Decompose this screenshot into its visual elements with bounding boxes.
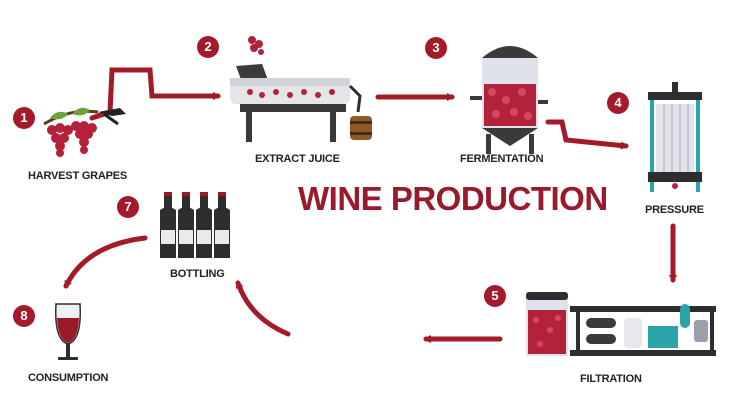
arrow-7-to-8 — [63, 235, 148, 289]
step-label-consumption: CONSUMPTION — [28, 372, 109, 384]
diagram-title: WINE PRODUCTION — [298, 180, 608, 217]
step-label-pressure: PRESSURE — [645, 204, 704, 216]
step-number-4: 4 — [607, 92, 629, 114]
wine-bottles-icon — [160, 192, 230, 258]
arrow-3-to-4 — [545, 119, 629, 150]
juice-press-machine-icon — [230, 36, 372, 142]
wine-glass-icon — [55, 303, 81, 360]
step-label-fermentation: FERMENTATION — [460, 153, 544, 165]
fermentation-tank-icon — [470, 46, 548, 154]
step-number-3: 3 — [425, 37, 447, 59]
filtration-machine-icon — [526, 292, 716, 356]
step-number-8: 8 — [13, 305, 35, 327]
flow-arrows — [63, 67, 677, 343]
grape-bunch-with-shears-icon — [43, 107, 126, 157]
step-number-1: 1 — [13, 107, 35, 129]
wine-press-icon — [648, 82, 702, 192]
arrow-6-to-7 — [235, 280, 291, 337]
step-label-extract-juice: EXTRACT JUICE — [255, 153, 340, 165]
step-label-harvest-grapes: HARVEST GRAPES — [28, 170, 128, 182]
step-label-bottling: BOTTLING — [170, 268, 225, 280]
step-number-7: 7 — [117, 196, 139, 218]
step-number-5: 5 — [484, 285, 506, 307]
step-number-2: 2 — [197, 36, 219, 58]
step-label-filtration: FILTRATION — [580, 373, 642, 385]
